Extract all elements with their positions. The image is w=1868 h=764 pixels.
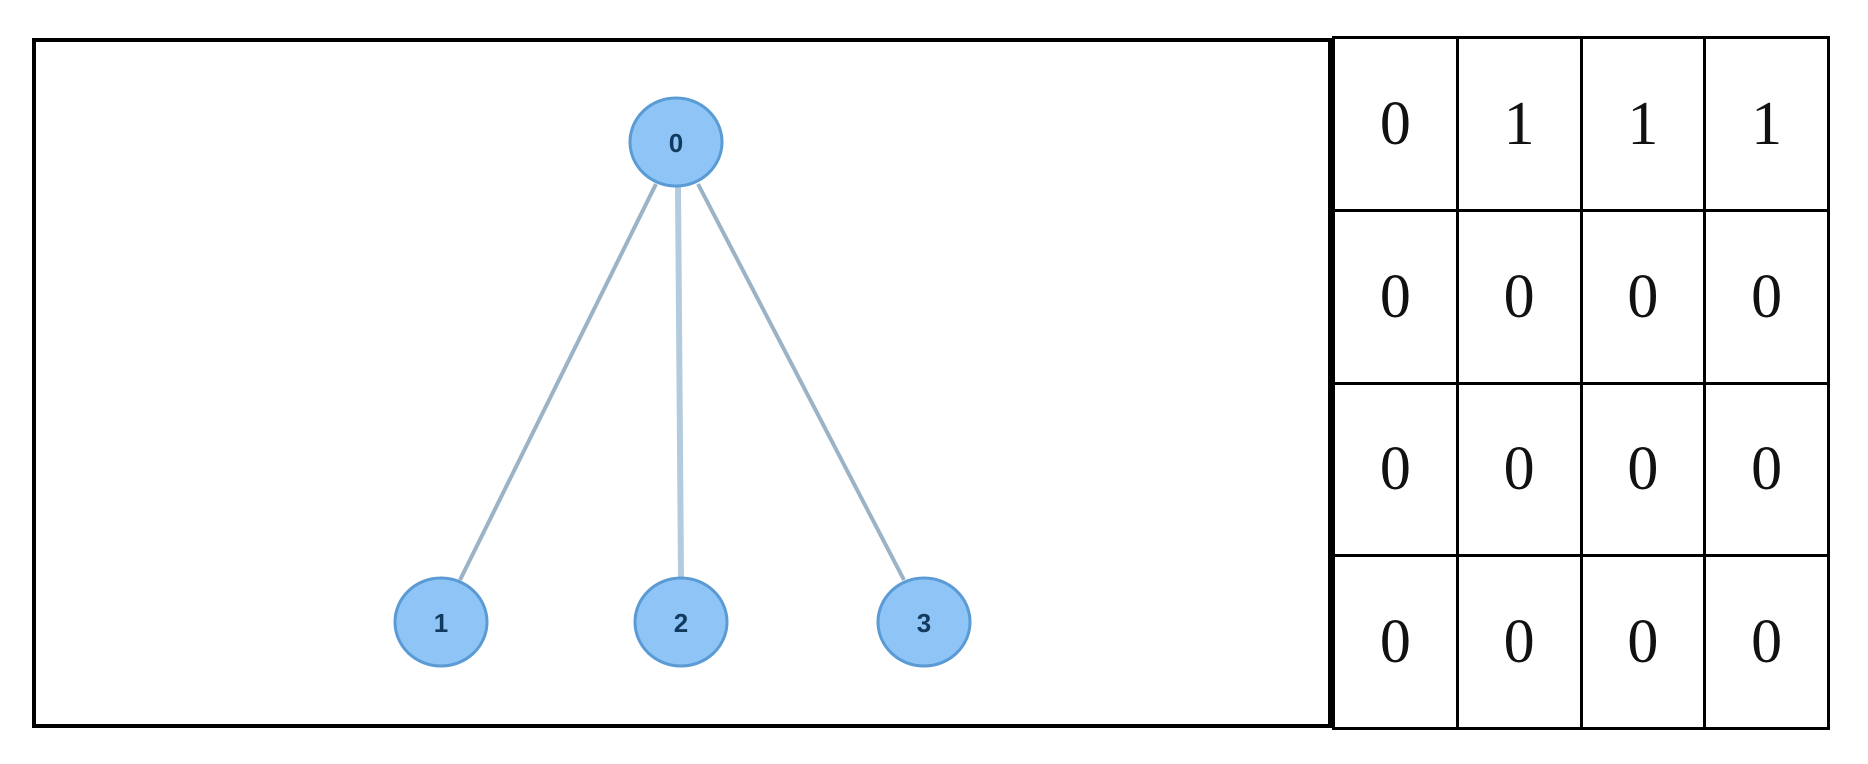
table-row: 0 0 0 0 bbox=[1332, 554, 1830, 730]
table-row: 0 1 1 1 bbox=[1332, 36, 1830, 212]
matrix-cell-3-2: 0 bbox=[1579, 554, 1707, 730]
adjacency-matrix-table: 0 1 1 1 0 0 0 0 0 0 0 0 bbox=[1332, 36, 1830, 730]
graph-node-2[interactable]: 2 bbox=[633, 576, 729, 668]
graph-node-3[interactable]: 3 bbox=[876, 576, 972, 668]
node-2-circle[interactable] bbox=[633, 576, 729, 668]
matrix-cell-0-2: 1 bbox=[1579, 36, 1707, 212]
matrix-cell-3-0: 0 bbox=[1332, 554, 1459, 730]
matrix-cell-2-1: 0 bbox=[1455, 381, 1583, 558]
node-3-circle[interactable] bbox=[876, 576, 972, 668]
node-group: 0 1 2 3 bbox=[393, 96, 972, 668]
node-2-label: 2 bbox=[674, 608, 688, 638]
graph-node-0[interactable]: 0 bbox=[628, 96, 724, 188]
node-1-label: 1 bbox=[434, 608, 448, 638]
node-0-label: 0 bbox=[669, 128, 683, 158]
graph-node-1[interactable]: 1 bbox=[393, 576, 489, 668]
matrix-cell-2-0: 0 bbox=[1332, 381, 1459, 558]
edge-0-3 bbox=[696, 183, 906, 581]
figure-frame: 0 1 2 3 bbox=[32, 36, 1830, 730]
matrix-cell-2-2: 0 bbox=[1579, 381, 1707, 558]
matrix-cell-0-3: 1 bbox=[1703, 36, 1830, 212]
graph-panel: 0 1 2 3 bbox=[32, 38, 1332, 728]
node-1-circle[interactable] bbox=[393, 576, 489, 668]
matrix-cell-1-0: 0 bbox=[1332, 208, 1459, 385]
matrix-cell-2-3: 0 bbox=[1703, 381, 1830, 558]
graph-drawing: 0 1 2 3 bbox=[393, 96, 972, 668]
matrix-cell-1-2: 0 bbox=[1579, 208, 1707, 385]
matrix-cell-3-3: 0 bbox=[1703, 554, 1830, 730]
matrix-cell-0-0: 0 bbox=[1332, 36, 1459, 212]
edge-0-2 bbox=[675, 186, 684, 579]
node-3-label: 3 bbox=[917, 608, 931, 638]
edge-0-1 bbox=[458, 183, 658, 581]
table-row: 0 0 0 0 bbox=[1332, 381, 1830, 558]
matrix-cell-3-1: 0 bbox=[1455, 554, 1583, 730]
edge-group bbox=[458, 183, 906, 581]
matrix-cell-1-1: 0 bbox=[1455, 208, 1583, 385]
node-0-circle[interactable] bbox=[628, 96, 724, 188]
adjacency-matrix-panel: 0 1 1 1 0 0 0 0 0 0 0 0 bbox=[1332, 36, 1830, 730]
matrix-cell-0-1: 1 bbox=[1455, 36, 1583, 212]
table-row: 0 0 0 0 bbox=[1332, 208, 1830, 385]
matrix-cell-1-3: 0 bbox=[1703, 208, 1830, 385]
